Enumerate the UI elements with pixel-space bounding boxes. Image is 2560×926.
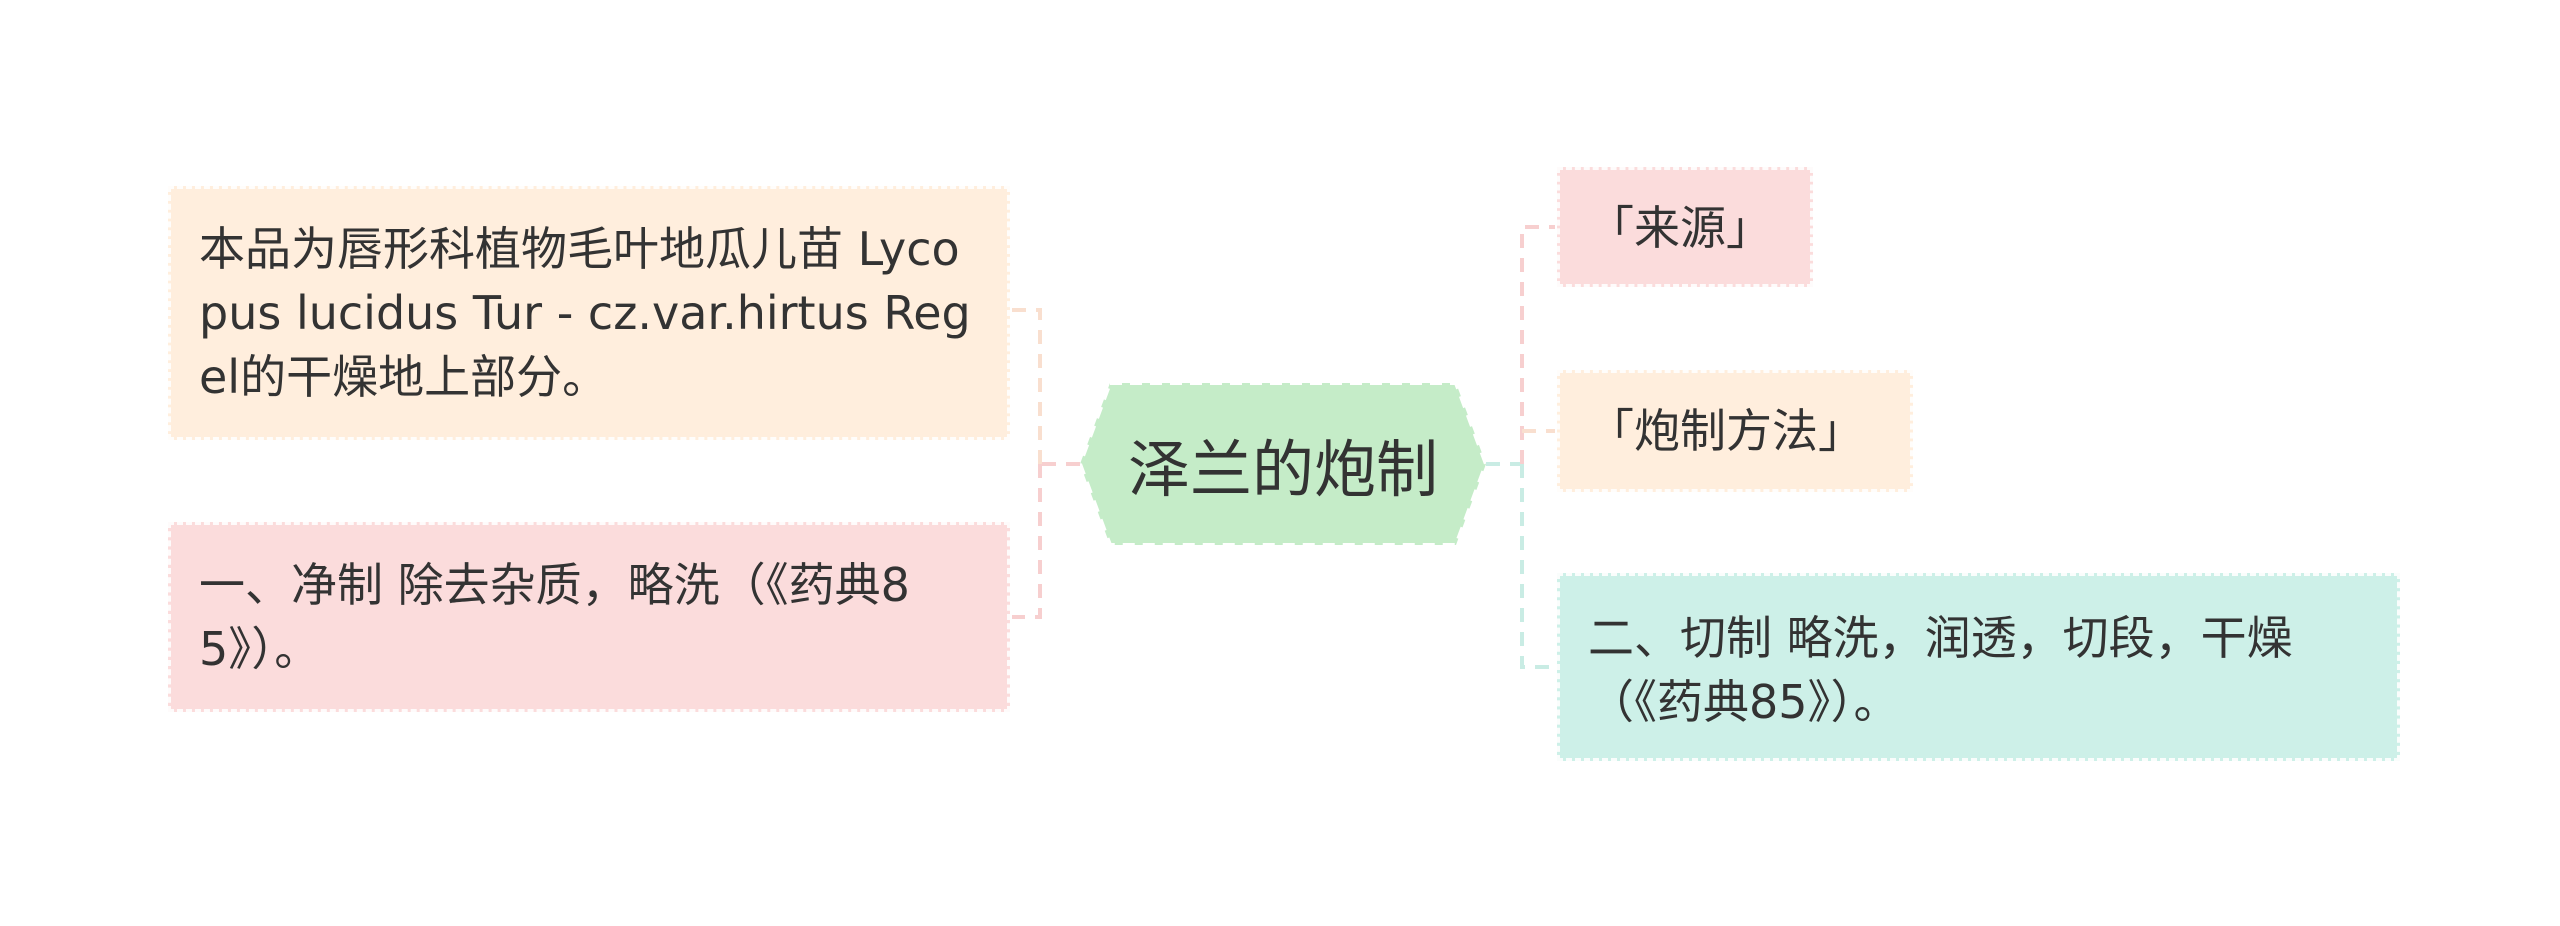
topic-node-laiyuan[interactable]: 「来源」 <box>1557 167 1813 287</box>
topic-text-source-description: 本品为唇形科植物毛叶地瓜儿苗 Lycopus lucidus Tur - cz.… <box>199 222 971 404</box>
topic-text-jingzhi: 一、净制 除去杂质，略洗（《药典85》）。 <box>199 558 910 676</box>
topic-text-paozhi-fangfa: 「炮制方法」 <box>1588 404 1864 458</box>
topic-text-laiyuan: 「来源」 <box>1588 201 1772 255</box>
topic-node-qiezhi[interactable]: 二、切制 略洗，润透，切段，干燥（《药典85》）。 <box>1557 573 2400 761</box>
central-topic-title: 泽兰的炮制 <box>1127 433 1438 506</box>
central-topic-hexagon <box>1080 383 1486 545</box>
topic-node-source-description[interactable]: 本品为唇形科植物毛叶地瓜儿苗 Lycopus lucidus Tur - cz.… <box>168 186 1010 440</box>
topic-text-qiezhi: 二、切制 略洗，润透，切段，干燥（《药典85》）。 <box>1588 611 2293 729</box>
connector-left-to-jingzhi <box>1012 464 1042 619</box>
connector-right-to-qiezhi <box>1520 464 1555 669</box>
topic-node-paozhi-fangfa[interactable]: 「炮制方法」 <box>1557 370 1913 492</box>
central-topic-node[interactable]: 泽兰的炮制 <box>1080 383 1486 545</box>
connector-right-to-laiyuan <box>1520 225 1555 464</box>
topic-node-jingzhi[interactable]: 一、净制 除去杂质，略洗（《药典85》）。 <box>168 522 1010 712</box>
connector-left-to-source-desc <box>1012 308 1042 464</box>
